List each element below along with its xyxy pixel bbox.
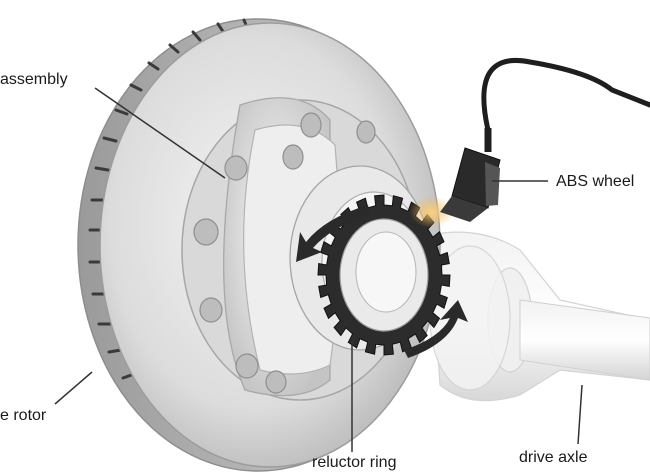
- abs-wheel-sensor: [410, 58, 650, 228]
- label-brake-rotor: e rotor: [0, 407, 47, 424]
- drive-axle: [429, 231, 650, 402]
- label-hub-assembly: assembly: [0, 71, 68, 88]
- leader-rotor: [54, 371, 93, 405]
- lug-holes: [193, 112, 376, 394]
- label-reluctor-ring: reluctor ring: [312, 454, 397, 471]
- leader-axle: [577, 384, 583, 445]
- reluctor-ring: [317, 194, 451, 356]
- leader-hub: [94, 87, 226, 179]
- rotation-arrows: [296, 205, 468, 358]
- label-abs-wheel-sensor: ABS wheel: [556, 173, 635, 190]
- leader-lines: [54, 87, 583, 452]
- label-drive-axle: drive axle: [519, 449, 588, 466]
